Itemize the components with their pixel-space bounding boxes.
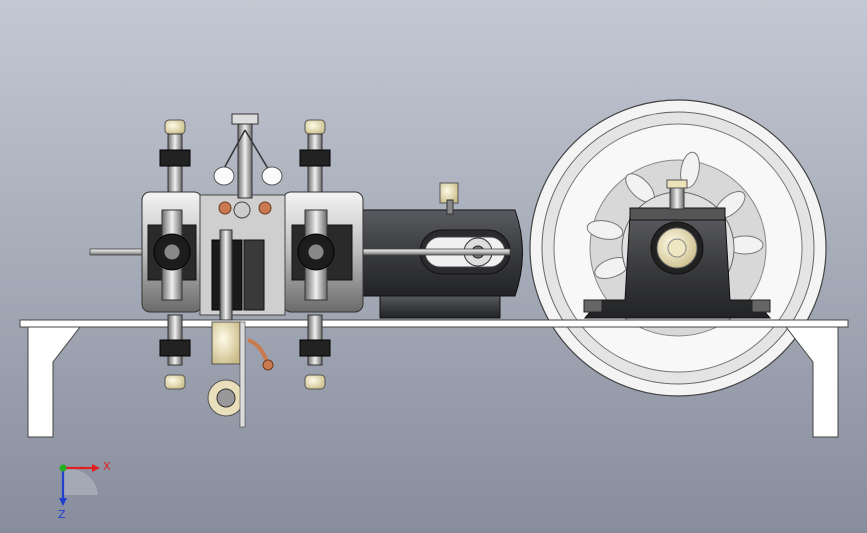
valve-post-bottom-right[interactable] bbox=[299, 314, 331, 390]
valve-post-bottom-left[interactable] bbox=[159, 314, 191, 390]
cylinder-right[interactable] bbox=[282, 191, 364, 313]
triad-plane bbox=[63, 468, 98, 495]
drain-assembly[interactable] bbox=[207, 321, 274, 428]
valve-post-top-left[interactable] bbox=[159, 119, 191, 193]
main-bearing-pedestal[interactable] bbox=[583, 179, 772, 319]
base-frame[interactable] bbox=[19, 319, 849, 438]
z-axis-arrow-icon bbox=[59, 498, 67, 506]
governor[interactable] bbox=[213, 113, 283, 199]
y-axis-point-icon bbox=[59, 464, 67, 472]
valve-chest[interactable] bbox=[199, 194, 286, 321]
valve-post-top-right[interactable] bbox=[299, 119, 331, 193]
z-axis-label: Z bbox=[58, 508, 66, 521]
x-axis-label: X bbox=[103, 460, 111, 473]
cylinder-left[interactable] bbox=[141, 191, 203, 313]
coordinate-triad: X Z bbox=[58, 460, 111, 521]
x-axis-arrow-icon bbox=[92, 464, 100, 472]
